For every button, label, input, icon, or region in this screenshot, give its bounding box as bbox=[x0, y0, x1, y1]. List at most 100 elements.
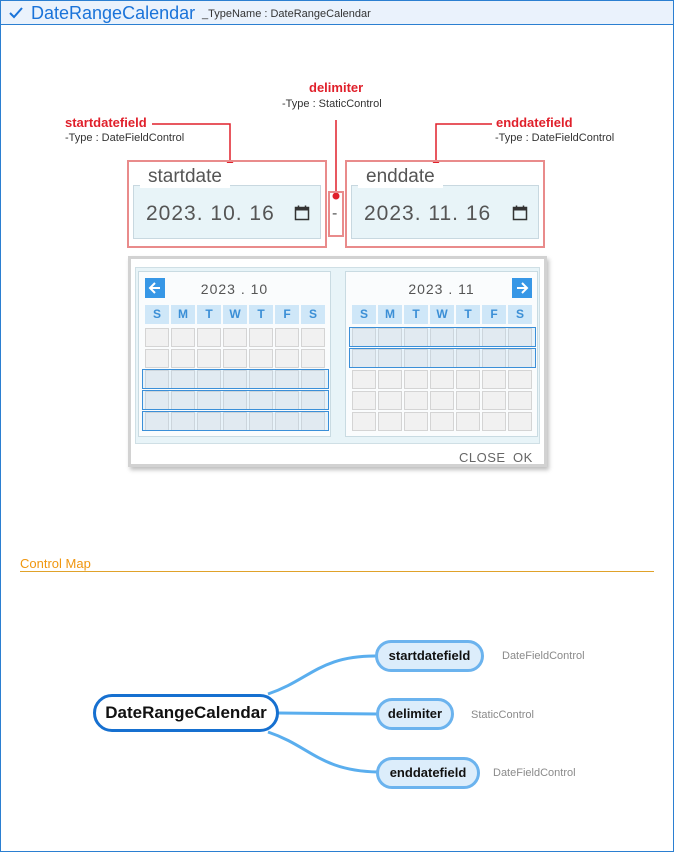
day-cell[interactable] bbox=[378, 391, 402, 410]
day-cell[interactable] bbox=[482, 370, 506, 389]
callout-startdatefield-type: -Type : DateFieldControl bbox=[65, 132, 185, 144]
day-cell[interactable] bbox=[378, 412, 402, 431]
day-cell[interactable] bbox=[482, 391, 506, 410]
month-title-left: 2023 . 10 bbox=[200, 281, 269, 297]
day-cell[interactable] bbox=[404, 391, 428, 410]
enddate-value: 2023. 11. 16 bbox=[364, 202, 492, 225]
weekday-header: M bbox=[378, 305, 402, 324]
day-cell[interactable] bbox=[171, 328, 195, 347]
day-cell[interactable] bbox=[508, 412, 532, 431]
next-month-button[interactable] bbox=[512, 278, 532, 298]
day-cell[interactable] bbox=[430, 391, 454, 410]
startdatefield-highlight bbox=[127, 160, 327, 248]
delimiter-highlight bbox=[328, 191, 344, 237]
day-cell[interactable] bbox=[430, 370, 454, 389]
map-node-startdatefield: startdatefield bbox=[375, 640, 484, 672]
map-root-node: DateRangeCalendar bbox=[93, 694, 279, 732]
startdatefield[interactable]: 2023. 10. 16 startdate bbox=[130, 163, 324, 245]
day-cell[interactable] bbox=[352, 391, 376, 410]
day-cell[interactable] bbox=[404, 370, 428, 389]
enddatefield-highlight bbox=[345, 160, 545, 248]
day-cell[interactable] bbox=[456, 412, 480, 431]
selected-range-row bbox=[142, 390, 329, 410]
enddate-label: enddate bbox=[358, 166, 443, 188]
weekday-header: T bbox=[249, 305, 273, 324]
callout-delimiter-type: -Type : StaticControl bbox=[282, 98, 382, 110]
day-cell[interactable] bbox=[508, 370, 532, 389]
callout-enddatefield-type: -Type : DateFieldControl bbox=[495, 132, 615, 144]
weekday-header: M bbox=[171, 305, 195, 324]
day-cell[interactable] bbox=[352, 412, 376, 431]
day-cell[interactable] bbox=[352, 370, 376, 389]
day-cell[interactable] bbox=[171, 349, 195, 368]
prev-month-button[interactable] bbox=[145, 278, 165, 298]
calendar-icon[interactable] bbox=[512, 205, 528, 221]
day-cell[interactable] bbox=[249, 328, 273, 347]
day-cell[interactable] bbox=[197, 349, 221, 368]
weekday-header: T bbox=[404, 305, 428, 324]
section-divider bbox=[20, 571, 654, 572]
arrow-left-icon bbox=[148, 282, 160, 294]
day-cell[interactable] bbox=[249, 349, 273, 368]
startdate-input[interactable]: 2023. 10. 16 bbox=[133, 185, 321, 239]
connector-startdatefield bbox=[267, 654, 379, 696]
map-node-delimiter: delimiter bbox=[376, 698, 454, 730]
check-icon bbox=[9, 7, 23, 19]
callout-dot-delimiter bbox=[332, 192, 340, 200]
day-cell[interactable] bbox=[145, 349, 169, 368]
calendar-icon[interactable] bbox=[294, 205, 310, 221]
day-cell[interactable] bbox=[301, 328, 325, 347]
callout-line-startdatefield bbox=[152, 123, 231, 164]
weekday-header: T bbox=[197, 305, 221, 324]
day-cell[interactable] bbox=[301, 349, 325, 368]
day-cell[interactable] bbox=[404, 412, 428, 431]
day-cell[interactable] bbox=[145, 328, 169, 347]
day-cell[interactable] bbox=[223, 328, 247, 347]
weekday-header: T bbox=[456, 305, 480, 324]
day-cell[interactable] bbox=[197, 328, 221, 347]
day-cell[interactable] bbox=[456, 370, 480, 389]
map-type-enddatefield: DateFieldControl bbox=[493, 767, 576, 779]
day-cell[interactable] bbox=[275, 349, 299, 368]
weekday-header: S bbox=[145, 305, 169, 324]
selected-range-row bbox=[142, 411, 329, 431]
day-cell[interactable] bbox=[378, 370, 402, 389]
callout-delimiter-title: delimiter bbox=[309, 80, 364, 95]
startdate-value: 2023. 10. 16 bbox=[146, 202, 275, 225]
ok-button[interactable]: OK bbox=[513, 450, 533, 465]
weekday-header: W bbox=[223, 305, 247, 324]
day-cell[interactable] bbox=[482, 412, 506, 431]
weekday-header: S bbox=[508, 305, 532, 324]
callout-line-enddatefield bbox=[435, 123, 492, 164]
connector-enddatefield bbox=[267, 730, 379, 774]
weekday-header: F bbox=[482, 305, 506, 324]
day-cell[interactable] bbox=[430, 412, 454, 431]
day-cell[interactable] bbox=[275, 328, 299, 347]
control-map-connectors bbox=[267, 654, 379, 774]
close-button[interactable]: CLOSE bbox=[459, 450, 506, 465]
selected-range-row bbox=[349, 348, 536, 368]
weekday-header: F bbox=[275, 305, 299, 324]
enddate-input[interactable]: 2023. 11. 16 bbox=[351, 185, 539, 239]
map-type-delimiter: StaticControl bbox=[471, 709, 534, 721]
map-type-startdatefield: DateFieldControl bbox=[502, 650, 585, 662]
arrow-right-icon bbox=[517, 282, 529, 294]
selected-range-row bbox=[142, 369, 329, 389]
day-cell[interactable] bbox=[223, 349, 247, 368]
day-cell[interactable] bbox=[508, 391, 532, 410]
startdate-label: startdate bbox=[140, 166, 230, 188]
weekday-header: S bbox=[352, 305, 376, 324]
section-title: Control Map bbox=[20, 556, 91, 571]
connector-delimiter bbox=[277, 711, 379, 716]
weekday-header: W bbox=[430, 305, 454, 324]
day-cell[interactable] bbox=[456, 391, 480, 410]
month-title-right: 2023 . 11 bbox=[408, 281, 475, 297]
enddatefield[interactable]: 2023. 11. 16 enddate bbox=[348, 163, 542, 245]
delimiter: - bbox=[332, 205, 338, 222]
component-title: DateRangeCalendar bbox=[31, 3, 196, 23]
selected-range-row bbox=[349, 327, 536, 347]
component-typename: _TypeName : DateRangeCalendar bbox=[202, 8, 371, 20]
